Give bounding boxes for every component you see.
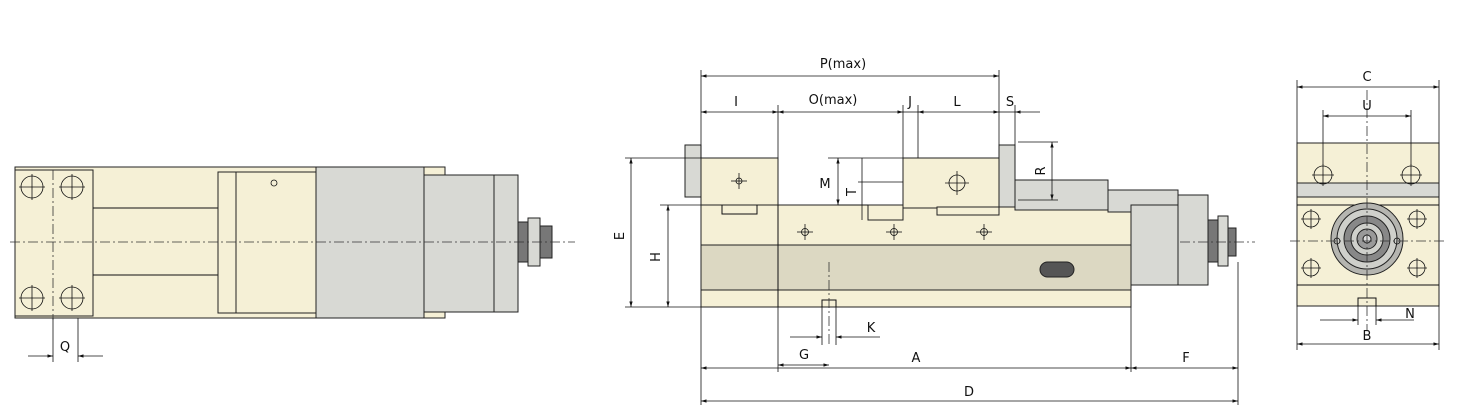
dim-label-S: S (1006, 95, 1014, 110)
side-view-movable-jaw-plate (998, 144, 1016, 208)
dim-label-O: O(max) (809, 93, 858, 108)
side-view-spindle (1207, 219, 1219, 263)
side-view-end-cap (1177, 194, 1209, 286)
side-view-fixed-jaw (700, 157, 779, 209)
top-view-jaw (217, 171, 237, 314)
dim-label-G: G (799, 348, 809, 363)
dim-label-L: L (953, 95, 961, 110)
dim-label-N: N (1405, 307, 1415, 322)
dim-label-P: P(max) (820, 57, 866, 72)
top-view-end-plate (14, 169, 94, 317)
side-view-band (700, 244, 1132, 291)
dim-label-R: R (1034, 166, 1049, 175)
dim-label-J: J (907, 95, 912, 110)
side-view-screw-housing (1014, 179, 1109, 211)
dim-label-A: A (912, 351, 921, 366)
dim-label-D: D (964, 385, 974, 400)
dim-label-Q: Q (60, 340, 70, 355)
dim-label-I: I (734, 95, 738, 110)
dim-label-K: K (867, 321, 876, 336)
dim-label-C: C (1362, 70, 1371, 85)
top-view: Q (10, 166, 575, 362)
dim-label-U: U (1362, 99, 1372, 114)
top-view-bolt-holes (19, 174, 85, 311)
side-view-fixed-jaw-plate (684, 144, 702, 198)
side-view-holes (797, 224, 992, 240)
dim-label-B: B (1363, 329, 1372, 344)
side-view: P(max) I O(max) J L S R M T E (613, 57, 1255, 405)
dim-label-T: T (845, 188, 860, 197)
dim-label-E: E (613, 232, 628, 240)
top-view-housing (315, 166, 425, 319)
end-view: C U N B (1290, 70, 1444, 350)
dim-label-H: H (649, 252, 664, 262)
dim-label-M: M (819, 177, 830, 192)
dim-label-F: F (1182, 351, 1189, 366)
